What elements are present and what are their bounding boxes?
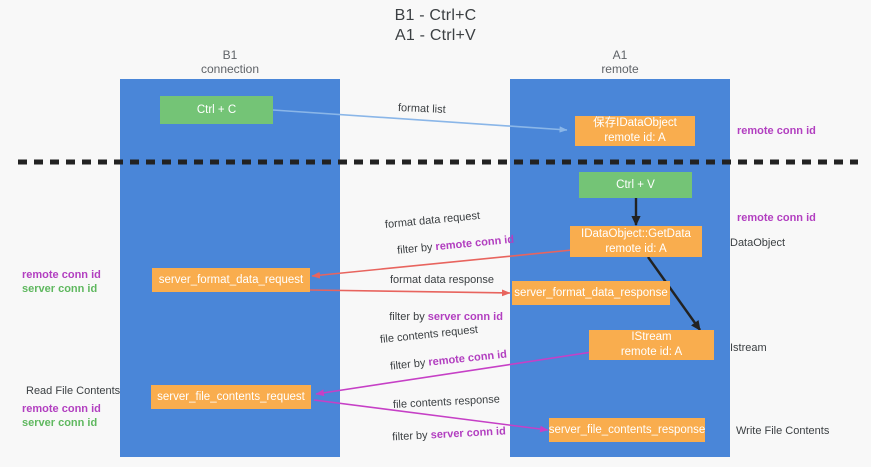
box-idataobject-getdata[interactable]: IDataObject::GetData remote id: A <box>570 226 702 257</box>
box-istream-line1: IStream <box>631 331 672 344</box>
label-file-contents-response-filter: filter by server conn id <box>379 413 507 456</box>
column-header-a1-name: A1 <box>612 48 628 62</box>
annotation-left-server-conn-id: server conn id <box>22 283 98 295</box>
box-save-idataobject[interactable]: 保存IDataObject remote id: A <box>575 116 695 146</box>
label-format-list: format list <box>397 102 446 116</box>
box-istream-line2: remote id: A <box>620 346 683 358</box>
label-filter-prefix: filter by <box>389 356 430 373</box>
box-getdata-line1: IDataObject::GetData <box>581 227 691 240</box>
box-server-format-data-request[interactable]: server_format_data_request <box>152 268 310 292</box>
column-header-a1-role: remote <box>601 62 639 76</box>
label-filter-key-server-conn-id: server conn id <box>427 311 503 323</box>
box-save-idataobject-line1: 保存IDataObject <box>593 117 677 130</box>
box-istream[interactable]: IStream remote id: A <box>589 330 714 360</box>
box-ctrl-c[interactable]: Ctrl + C <box>160 96 273 124</box>
box-ctrl-v[interactable]: Ctrl + V <box>579 172 692 198</box>
annotation-istream: Istream <box>730 342 767 354</box>
annotation-read-file-contents: Read File Contents <box>26 385 121 397</box>
label-filter-prefix: filter by <box>396 241 437 257</box>
box-server-format-data-response[interactable]: server_format_data_response <box>512 281 670 305</box>
label-filter-prefix: filter by <box>391 429 431 444</box>
box-getdata-line2: remote id: A <box>605 242 667 255</box>
page-title-line1: B1 - Ctrl+C <box>394 7 477 24</box>
box-save-idataobject-line2: remote id: A <box>604 132 666 144</box>
annotation-remote-conn-id-top: remote conn id <box>737 125 816 137</box>
box-server-file-contents-response[interactable]: server_file_contents_response <box>549 418 705 442</box>
label-filter-key-server-conn-id: server conn id <box>430 425 507 442</box>
annotation-left-remote-conn-id-2: remote conn id <box>22 403 101 415</box>
annotation-write-file-contents: Write File Contents <box>736 425 830 437</box>
annotation-remote-conn-id-mid: remote conn id <box>737 212 816 224</box>
label-filter-key-remote-conn-id: remote conn id <box>427 348 508 369</box>
column-header-b1-role: connection <box>200 62 260 76</box>
label-format-data-response-filter: filter by server conn id <box>377 299 503 335</box>
annotation-left-remote-conn-id: remote conn id <box>22 269 101 281</box>
connector-format-data-response <box>309 289 511 297</box>
box-server-file-contents-request[interactable]: server_file_contents_request <box>151 385 311 409</box>
annotation-dataobject: DataObject <box>730 237 786 249</box>
label-format-data-response: format data response <box>390 274 494 286</box>
page-title-line2: A1 - Ctrl+V <box>395 27 476 44</box>
annotation-left-server-conn-id-2: server conn id <box>22 417 98 429</box>
label-file-contents-response: file contents response <box>392 393 501 411</box>
column-header-b1-name: B1 <box>222 48 238 62</box>
label-filter-key-remote-conn-id: remote conn id <box>434 233 515 254</box>
label-filter-prefix: filter by <box>389 311 428 323</box>
